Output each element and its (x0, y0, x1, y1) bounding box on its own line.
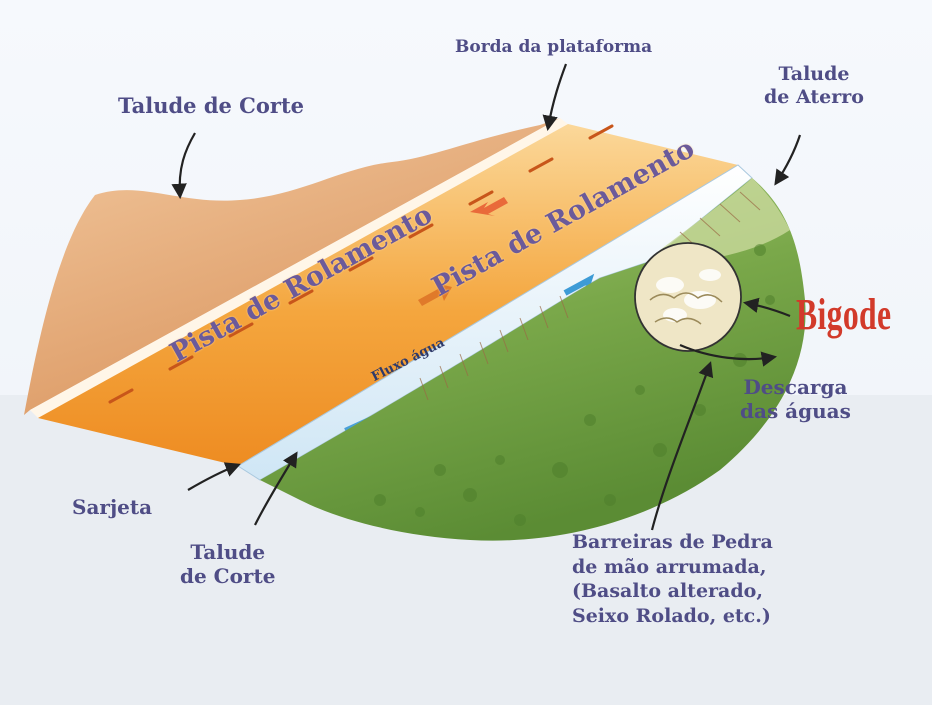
label-barreiras-line2: de mão arrumada, (572, 555, 773, 580)
label-talude-corte-bottom-line1: Talude (180, 540, 275, 564)
label-barreiras-line4: Seixo Rolado, etc.) (572, 604, 773, 629)
label-talude-aterro: Talude de Aterro (764, 63, 864, 109)
label-talude-corte-bottom-line2: de Corte (180, 564, 275, 588)
label-bigode: Bigode (796, 288, 891, 342)
label-sarjeta: Sarjeta (72, 495, 152, 519)
label-descarga: Descarga das águas (740, 375, 851, 424)
label-borda-plataforma: Borda da plataforma (455, 37, 652, 58)
label-barreiras-line3: (Basalto alterado, (572, 579, 773, 604)
label-descarga-line2: das águas (740, 399, 851, 423)
label-talude-corte-bottom: Talude de Corte (180, 540, 275, 589)
label-talude-aterro-line2: de Aterro (764, 86, 864, 109)
label-descarga-line1: Descarga (740, 375, 851, 399)
label-barreiras: Barreiras de Pedra de mão arrumada, (Bas… (572, 530, 773, 629)
label-talude-aterro-line1: Talude (764, 63, 864, 86)
label-barreiras-line1: Barreiras de Pedra (572, 530, 773, 555)
label-talude-corte-top: Talude de Corte (118, 93, 304, 119)
